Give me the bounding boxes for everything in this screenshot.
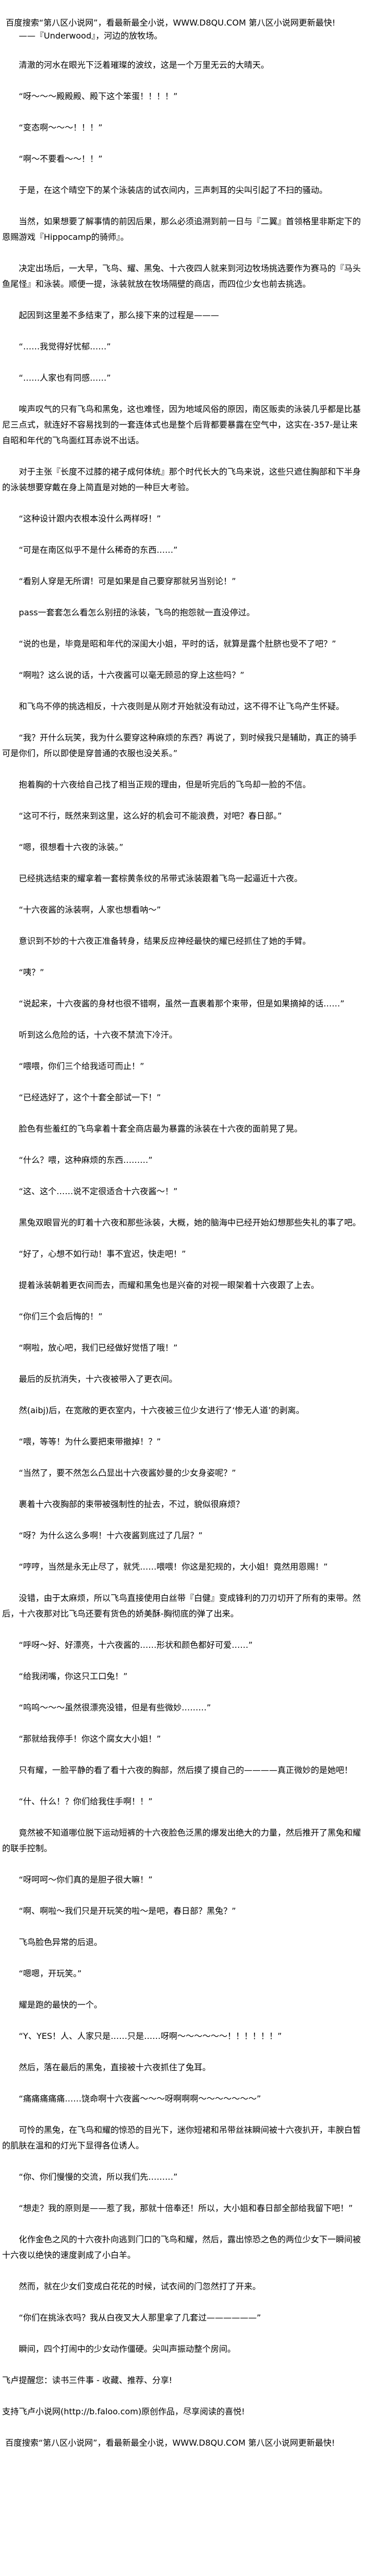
paragraph: “呼呀～好、好漂亮，十六夜酱的……形状和颜色都好可爱……”: [19, 1640, 253, 1650]
paragraph: “喂，等等！为什么要把束带撤掉！？”: [19, 1437, 161, 1447]
paragraph: “啊、啊啦～我们只是开玩笑的啦～是吧，春日部？黑兔？”: [19, 1906, 236, 1916]
paragraph: “这种设计跟内衣根本没什么两样呀！”: [19, 514, 161, 524]
paragraph: 和飞鸟不停的挑选相反，十六夜则是从刚才开始就没有动过，这不得不让飞鸟产生怀疑。: [19, 701, 345, 711]
paragraph: “看别人穿是无所谓！可是如果是自己要穿那就另当别论！”: [19, 576, 236, 586]
paragraph: 听到这么危险的话，十六夜不禁流下冷汗。: [19, 1030, 178, 1040]
paragraph: “喂喂，你们三个给我适可而止！”: [19, 1061, 144, 1071]
paragraph: “那就给我停手！你这个腐女大小姐！”: [19, 1734, 161, 1744]
paragraph: 决定出场后，一大早，飞鸟、耀、黑兔、十六夜四人就来到河边牧场挑选要作为赛马的『马…: [2, 263, 361, 289]
paragraph: “嗯，很想看十六夜的泳装。”: [19, 842, 124, 852]
paragraph: “想走？我的原则是——惹了我，那就十倍奉还！所以，大小姐和春日部全部给我留下吧！…: [19, 2203, 353, 2213]
paragraph: 然而，就在少女们变成白花花的时候，试衣间的门忽然打了开来。: [19, 2281, 261, 2291]
paragraph: “当然了，要不然怎么凸显出十六夜酱妙曼的少女身姿呢？”: [19, 1468, 236, 1478]
paragraph: pass一套套怎么看怎么别扭的泳装，飞鸟的抱怨就一直没停过。: [19, 607, 255, 617]
paragraph: 只有耀，一脸平静的看了看十六夜的胸部，然后摸了摸自己的————真正微妙的是她吧！: [19, 1765, 353, 1775]
paragraph: “呜呜～～～虽然很漂亮没错，但是有些微妙………”: [19, 1703, 211, 1712]
paragraph: 对于主张『长度不过膝的裙子成何体统』那个时代长大的飞鸟来说，这些只遮住胸部和下半…: [2, 467, 361, 492]
paragraph: “啊啦？这么说的话，十六夜酱可以毫无顾忌的穿上这些吗？”: [19, 670, 245, 680]
paragraph: “我？开什么玩笑，我为什么要穿这种麻烦的东西？再说了，到时候我只是辅助，真正的骑…: [2, 733, 357, 758]
paragraph: 当然，如果想要了解事情的前因后果，那么必须追溯到前一日与『二翼』首领格里非斯定下…: [2, 216, 361, 242]
paragraph: “什么？喂，这种麻烦的东西………”: [19, 1155, 153, 1165]
paragraph: 清澈的河水在眼光下泛着璀璨的波纹，这是一个万里无云的大晴天。: [19, 60, 270, 70]
paragraph: “Y、YES！人、人家只是……只是……呀啊～～～～～～！！！！！！”: [19, 2031, 282, 2041]
paragraph: 飞鸟脸色异常的后退。: [19, 1937, 103, 1947]
paragraph: “说的也是，毕竟是昭和年代的深闺大小姐，平时的话，就算是露个肚脐也受不了吧？”: [19, 639, 336, 649]
paragraph: 没错，由于太麻烦，所以飞鸟直接使用白丝带『白健』变成锋利的刀刃切开了所有的束带。…: [2, 1593, 361, 1619]
paragraph: “呀呵呵～你们真的是胆子很大嘛！”: [19, 1875, 153, 1885]
faloo-support-link-text: 支持飞卢小说网(http://b.faloo.com)原创作品，尽享阅读的喜悦!: [2, 2407, 245, 2416]
paragraph: “十六夜酱的泳装啊，人家也想看呐～”: [19, 905, 161, 915]
paragraph: “变态啊～～～！！！”: [19, 123, 103, 132]
paragraph: 耀是跑的最快的一个。: [19, 2000, 103, 2010]
paragraph: 瞬间，四个打闹中的少女动作僵硬。尖叫声振动整个房间。: [19, 2344, 236, 2354]
paragraph: “好了，心想不如行动！事不宜迟，快走吧！”: [19, 1249, 186, 1259]
paragraph: “……我觉得好忧郁……”: [19, 342, 111, 351]
paragraph: “已经选好了，这个十套全部试一下！”: [19, 1092, 161, 1102]
paragraph: 可怜的黑兔，在飞鸟和耀的惊恐的目光下，迷你短裙和吊带丝袜瞬间被十六夜扒开，丰腴白…: [2, 2125, 361, 2150]
paragraph: “什、什么！？你们给我住手啊！！”: [19, 1796, 153, 1806]
paragraph: 意识到不妙的十六夜正准备转身，结果反应神经最快的耀已经抓住了她的手臂。: [19, 936, 311, 946]
site-banner-top: 百度搜索“第八区小说网”，看最新最全小说，WWW.D8QU.COM 第八区小说网…: [6, 18, 336, 28]
paragraph: 起因到这里差不多结束了，那么接下来的过程是———: [19, 310, 220, 320]
paragraph: 抱着胸的十六夜给自己找了相当正规的理由，但是听完后的飞鸟却一脸的不信。: [19, 780, 311, 789]
paragraph: “痛痛痛痛痛……饶命啊十六夜酱～～～呀啊啊啊～～～～～～～”: [19, 2094, 261, 2104]
site-banner-bottom: 百度搜索“第八区小说网”，看最新最全小说，WWW.D8QU.COM 第八区小说网…: [5, 2438, 335, 2448]
paragraph: “咦？”: [19, 967, 44, 977]
paragraph: 提着泳装朝着更衣间而去，而耀和黑兔也是兴奋的对视一眼架着十六夜跟了上去。: [19, 1280, 320, 1290]
paragraph: 竟然被不知道哪位脱下运动短裤的十六夜脸色泛黑的爆发出绝大的力量，然后推开了黑兔和…: [2, 1828, 361, 1853]
paragraph: 黑兔双眼冒光的盯着十六夜和那些泳装，大概，她的脑海中已经开始幻想那些失礼的事了吧…: [19, 1218, 361, 1228]
paragraph: 化作金色之风的十六夜扑向逃到门口的飞鸟和耀，然后，露出惊恐之色的两位少女下一瞬间…: [2, 2234, 361, 2260]
paragraph: 脸色有些羞红的飞鸟拿着十套全商店最为暴露的泳装在十六夜的面前晃了晃。: [19, 1124, 303, 1134]
paragraph: “可是在南区似乎不是什么稀奇的东西……”: [19, 545, 178, 555]
paragraph: “啊啦，放心吧，我们已经做好觉悟了哦！”: [19, 1343, 178, 1353]
chapter-body: 清澈的河水在眼光下泛着璀璨的波纹，这是一个万里无云的大晴天。 “呀～～～殿殿殿、殿…: [2, 57, 363, 2357]
paragraph: “说起来，十六夜酱的身材也很不错啊，虽然一直裹着那个束带，但是如果摘掉的话……”: [19, 999, 345, 1008]
paragraph: 已经挑选结束的耀拿着一套棕黄条纹的吊带式泳装跟着飞鸟一起逼近十六夜。: [19, 873, 303, 883]
paragraph: 然(aibj)后，在宽敞的更衣室内，十六夜被三位少女进行了‘惨无人道’的剥离。: [19, 1405, 305, 1415]
paragraph: “嗯嗯，开玩笑。”: [19, 1969, 82, 1978]
faloo-reminder: 飞卢提醒您：读书三件事 - 收藏、推荐、分享!: [2, 2375, 173, 2385]
chapter-page: 百度搜索“第八区小说网”，看最新最全小说，WWW.D8QU.COM 第八区小说网…: [2, 18, 363, 2448]
chapter-subtitle: ——『Underwood』，河边的放牧场。: [19, 31, 163, 41]
paragraph: “呀？为什么这么多啊！十六夜酱到底过了几层？”: [19, 1530, 203, 1540]
paragraph: 最后的反抗消失，十六夜被带入了更衣间。: [19, 1374, 178, 1384]
paragraph: “呀～～～殿殿殿、殿下这个笨蛋！！！！”: [19, 91, 178, 101]
paragraph: “这可不行，既然来到这里，这么好的机会可不能浪费，对吧？春日部。”: [19, 811, 282, 821]
paragraph: 唉声叹气的只有飞鸟和黑兔，这也难怪，因为地域风俗的原因，南区贩卖的泳装几乎都是比…: [2, 404, 361, 445]
paragraph: “你、你们慢慢的交流，所以我们先………”: [19, 2172, 178, 2182]
paragraph: 裹着十六夜胸部的束带被强制性的扯去，不过，貌似很麻烦？: [19, 1499, 245, 1509]
paragraph: “……人家也有同感……”: [19, 373, 111, 383]
paragraph: “你们三个会后悔的！”: [19, 1311, 103, 1321]
paragraph: “你们在挑泳衣吗？我从白夜叉大人那里拿了几套过——————”: [19, 2313, 261, 2323]
paragraph: 于是，在这个晴空下的某个泳装店的试衣间内，三声刺耳的尖叫引起了不扫的骚动。: [19, 185, 328, 195]
paragraph: “啊～不要看～～！！”: [19, 154, 103, 164]
paragraph: 然后，落在最后的黑兔，直接被十六夜抓住了兔耳。: [19, 2062, 211, 2072]
paragraph: “这、这个……说不定很适合十六夜酱～！”: [19, 1186, 178, 1196]
paragraph: “给我闭嘴，你这只工口兔！”: [19, 1671, 128, 1681]
paragraph: “哼哼，当然是永无止尽了，就凭……喂喂！你这是犯规的，大小姐！竟然用恩赐！”: [19, 1562, 328, 1572]
